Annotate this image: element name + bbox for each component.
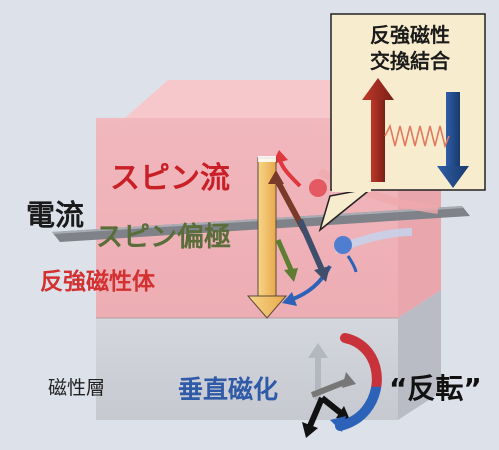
label-electric-current: 電流 <box>26 198 85 232</box>
label-spin-current: スピン流 <box>110 161 230 196</box>
callout-line-1: 反強磁性 <box>370 23 450 47</box>
callout-line-2: 交換結合 <box>370 49 450 73</box>
spin-current-main-arrow <box>246 156 288 319</box>
label-antiferromagnet: 反強磁性体 <box>40 269 155 295</box>
callout-title: 反強磁性 交換結合 <box>345 22 475 74</box>
label-perpendicular-magnetization: 垂直磁化 <box>178 375 279 404</box>
spin-up-ball <box>309 179 327 197</box>
spin-polarization-arrows <box>268 170 330 282</box>
up-arrow-icon <box>362 78 394 182</box>
label-reversal: “反転” <box>389 372 482 405</box>
down-arrow-icon <box>437 92 469 188</box>
spin-down-ball <box>334 236 352 254</box>
label-spin-polarization: スピン偏極 <box>96 222 231 253</box>
spring-icon <box>384 123 450 149</box>
label-magnetic-layer: 磁性層 <box>48 377 106 399</box>
rotation-arrow-icon <box>330 333 382 432</box>
perpendicular-magnetization-arrows <box>302 343 356 438</box>
